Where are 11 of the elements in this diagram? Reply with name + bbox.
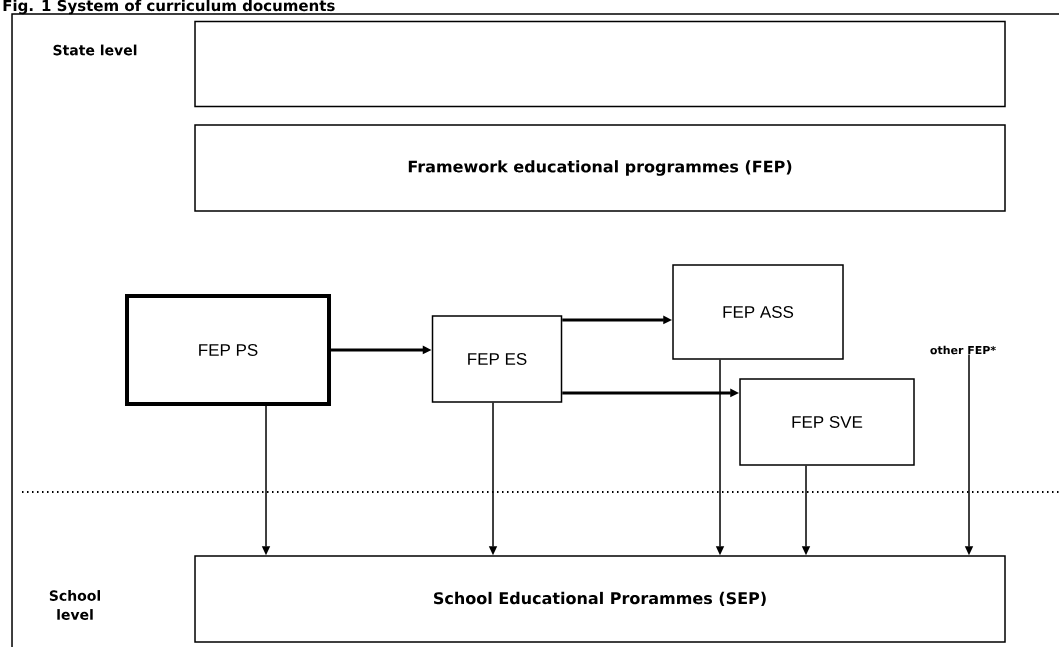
title: Fig. 1 System of curriculum documents <box>3 0 335 15</box>
program-box: FEP ES <box>431 315 563 403</box>
program-box: Framework educational programmes (FEP) <box>194 124 1006 212</box>
program-box: FEP ASS <box>672 264 844 360</box>
level-label: State level <box>53 44 137 56</box>
program-box: School Educational Prorammes (SEP) <box>194 555 1006 643</box>
program-box <box>194 20 1006 108</box>
program-box: FEP PS <box>125 294 331 406</box>
level-label: School level <box>49 590 101 620</box>
program-label: other FEP* <box>930 345 996 355</box>
program-box: FEP SVE <box>739 378 915 466</box>
